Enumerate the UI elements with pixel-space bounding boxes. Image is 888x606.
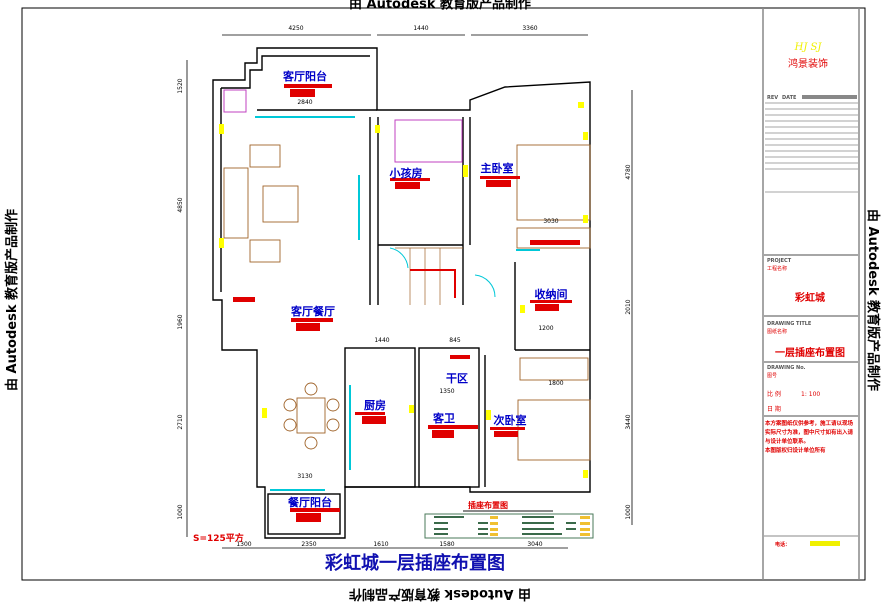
- svg-text:3130: 3130: [297, 473, 312, 480]
- room-label-dining-balcony: 餐厅阳台: [287, 495, 332, 509]
- area-label: S=125平方: [193, 532, 244, 544]
- furniture: [223, 89, 591, 461]
- dimension-top: 4250 1440 3360: [288, 25, 537, 32]
- svg-text:3440: 3440: [625, 414, 632, 429]
- svg-text:1200: 1200: [538, 325, 553, 332]
- title-block-notes: 本方案图纸仅供参考，施工请以现场实际尺寸为准，图中尺寸如有出入请与设计单位联系。: [765, 421, 854, 445]
- dimension-bottom: 1300 2350 1610 1580 3040: [236, 541, 542, 548]
- dimension-lines: [186, 34, 633, 549]
- room-label-kids-room: 小孩房: [389, 166, 423, 180]
- svg-text:3030: 3030: [543, 218, 558, 225]
- watermark-bottom: 由 Autodesk 教育版产品制作: [349, 586, 531, 602]
- windows: [255, 116, 540, 491]
- room-label-storage: 收纳间: [535, 287, 568, 301]
- room-label-guest-bath: 客卫: [432, 411, 455, 425]
- watermark-right: 由 Autodesk 教育版产品制作: [865, 209, 881, 391]
- svg-text:1800: 1800: [548, 380, 563, 387]
- room-label-master-bedroom: 主卧室: [481, 161, 514, 175]
- svg-text:1300: 1300: [236, 541, 251, 548]
- svg-text:1000: 1000: [177, 504, 184, 519]
- svg-text:电话：: 电话：: [775, 541, 790, 548]
- svg-text:DRAWING TITLE: DRAWING TITLE: [767, 321, 812, 327]
- socket-legend: 插座布置图: [424, 500, 594, 539]
- svg-text:DATE: DATE: [782, 95, 797, 101]
- svg-text:3040: 3040: [527, 541, 542, 548]
- svg-text:2840: 2840: [297, 99, 312, 106]
- svg-text:2010: 2010: [625, 299, 632, 314]
- svg-text:2710: 2710: [177, 414, 184, 429]
- svg-text:845: 845: [449, 337, 461, 344]
- svg-text:1960: 1960: [177, 314, 184, 329]
- logo: HJ SJ: [794, 42, 823, 53]
- svg-text:4850: 4850: [177, 197, 184, 212]
- svg-text:DRAWING No.: DRAWING No.: [767, 365, 806, 371]
- svg-text:4250: 4250: [288, 25, 303, 32]
- drawing-title: 一层插座布置图: [775, 346, 845, 359]
- svg-text:1440: 1440: [413, 25, 428, 32]
- svg-text:1580: 1580: [439, 541, 454, 548]
- svg-text:PROJECT: PROJECT: [767, 258, 792, 264]
- watermark-left: 由 Autodesk 教育版产品制作: [4, 209, 20, 391]
- svg-text:1: 100: 1: 100: [801, 391, 820, 398]
- svg-text:日 期: 日 期: [767, 405, 781, 413]
- drawing-border: [21, 7, 866, 581]
- dimension-right: 4780 2010 3440 1000: [625, 164, 632, 519]
- svg-text:1440: 1440: [374, 337, 389, 344]
- svg-text:1350: 1350: [439, 388, 454, 395]
- company-name: 鸿景装饰: [788, 57, 828, 70]
- svg-text:1000: 1000: [625, 504, 632, 519]
- dimension-left: 1520 4850 1960 2710 1000: [177, 78, 184, 519]
- watermark-top: 由 Autodesk 教育版产品制作: [349, 0, 531, 12]
- svg-text:比 例: 比 例: [767, 390, 781, 398]
- socket-markers: [219, 102, 588, 478]
- walls: [212, 47, 591, 539]
- svg-text:1520: 1520: [177, 78, 184, 93]
- title-block: HJ SJ 鸿景装饰 REV DATE PROJECT 工程名称 彩虹城 DRA…: [764, 42, 858, 548]
- svg-text:图号: 图号: [767, 373, 777, 379]
- room-label-living-dining: 客厅餐厅: [290, 304, 335, 318]
- room-label-kitchen: 厨房: [364, 398, 386, 412]
- svg-text:3360: 3360: [522, 25, 537, 32]
- legend-title: 插座布置图: [468, 500, 508, 510]
- room-label-dry-area: 干区: [446, 372, 468, 385]
- interior-dimensions: 2840 3030 1200 1440 845 1350 1800 3130: [297, 99, 563, 480]
- svg-text:2350: 2350: [301, 541, 316, 548]
- plan-title: 彩虹城一层插座布置图: [324, 552, 505, 574]
- room-label-second-bedroom: 次卧室: [494, 413, 527, 427]
- socket-labels: [233, 84, 580, 522]
- svg-text:工程名称: 工程名称: [767, 265, 787, 272]
- room-label-living-balcony: 客厅阳台: [282, 69, 327, 83]
- svg-text:图纸名称: 图纸名称: [767, 328, 787, 335]
- project-name: 彩虹城: [794, 291, 825, 304]
- title-block-copyright: 本图版权归设计单位所有: [765, 448, 826, 454]
- svg-text:1610: 1610: [373, 541, 388, 548]
- svg-text:REV: REV: [767, 95, 778, 101]
- svg-text:4780: 4780: [625, 164, 632, 179]
